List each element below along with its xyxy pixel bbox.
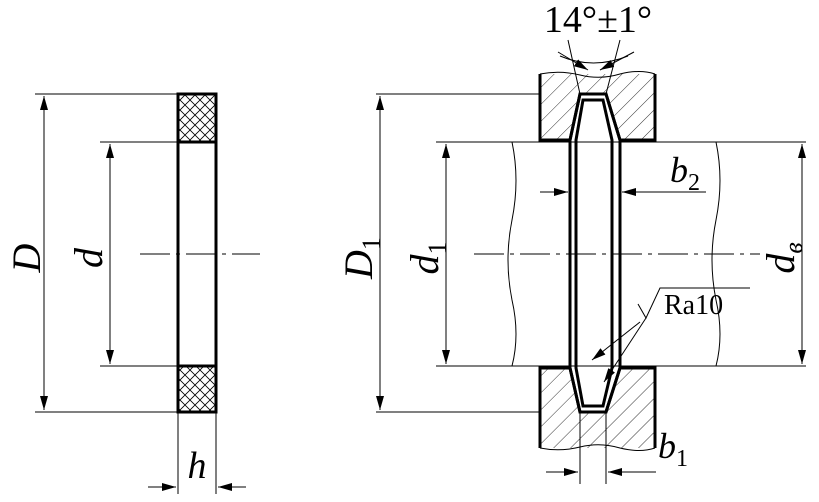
label-b1: b1 bbox=[658, 426, 688, 472]
label-d1: d1 bbox=[402, 242, 452, 275]
label-D: D bbox=[4, 243, 49, 273]
flange-top-break bbox=[539, 71, 656, 78]
label-b2: b2 bbox=[670, 150, 700, 196]
gasket-section-bottom bbox=[178, 366, 216, 412]
angle-arrow-right bbox=[599, 51, 635, 71]
label-dv: dв bbox=[758, 242, 808, 273]
roughness-leader-2 bbox=[591, 321, 641, 361]
break-line-right bbox=[711, 141, 721, 367]
label-roughness: Ra10 bbox=[664, 290, 723, 321]
break-line-left bbox=[507, 141, 517, 367]
label-angle: 14°±1° bbox=[544, 0, 652, 41]
right-view: D1 d1 dв b2 b1 14°±1° Ra10 bbox=[336, 0, 808, 484]
label-D1: D1 bbox=[336, 237, 386, 280]
roughness-leader-1 bbox=[603, 317, 647, 383]
roughness-symbol bbox=[637, 287, 750, 320]
angle-arrow-left bbox=[557, 51, 589, 71]
label-d: d bbox=[66, 247, 111, 268]
flange-bottom-break bbox=[539, 444, 656, 451]
flange-top-hatch bbox=[540, 74, 655, 140]
gasket-section-top bbox=[178, 94, 216, 142]
left-view: D d h bbox=[4, 92, 260, 494]
gasket-profile-inner bbox=[574, 98, 614, 408]
label-h: h bbox=[188, 445, 207, 487]
gasket-outline bbox=[176, 92, 218, 414]
flange-bottom-hatch bbox=[540, 368, 655, 448]
